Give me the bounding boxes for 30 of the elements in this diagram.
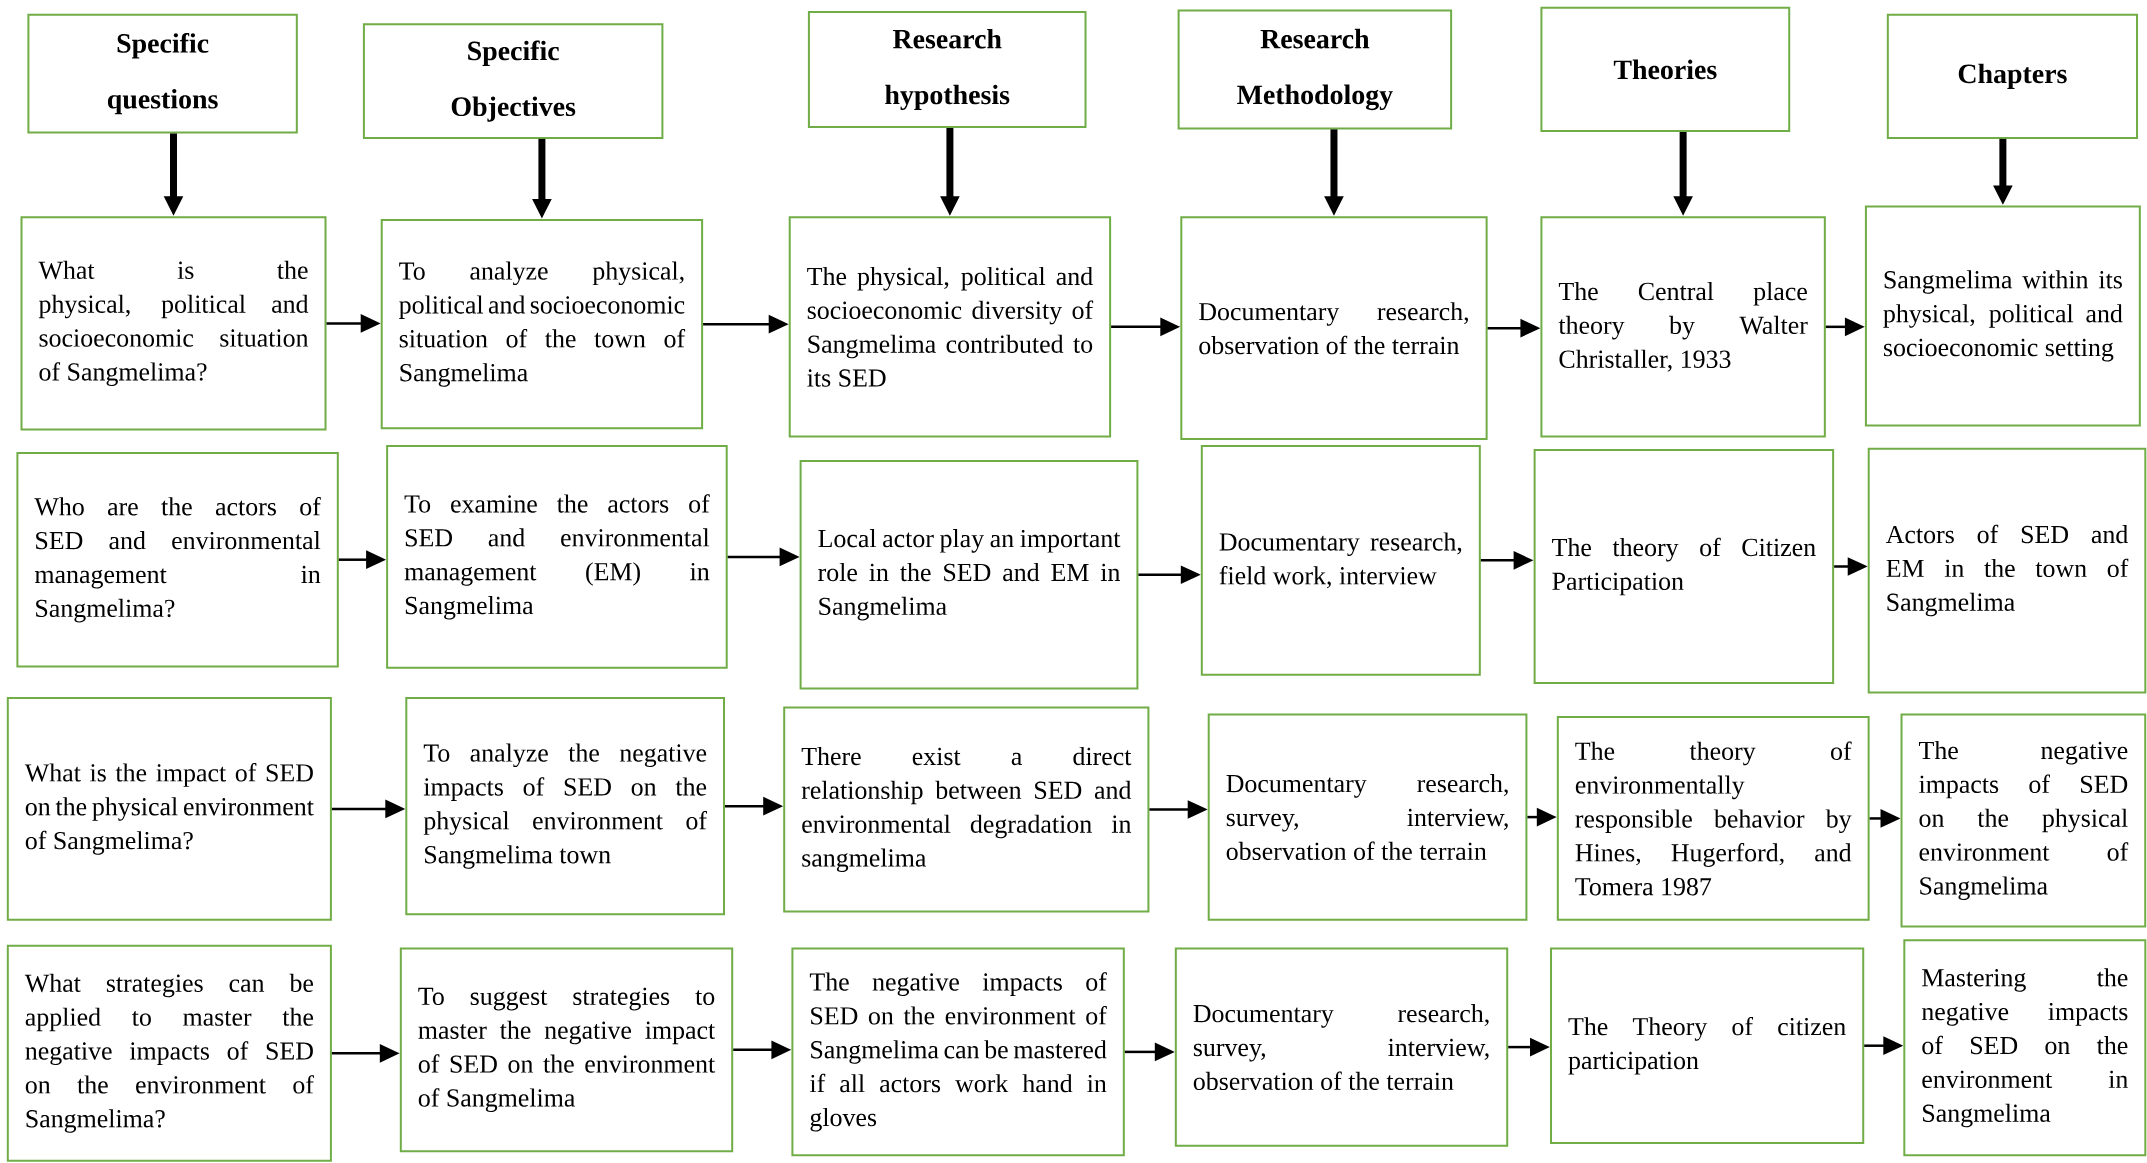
text-box: The negative impacts of SED on the physical environment of Sangmelima: [1900, 713, 2147, 928]
text-box: The theory of environmentally responsible behavior by Hines, Hugerford, and Tomera 1987: [1556, 716, 1870, 921]
header-box: Chapters: [1886, 13, 2138, 139]
text-box: Documentary research, survey, interview, observation of the terrain: [1207, 713, 1528, 921]
text-box: The physical, political and socioeconomic diversity of Sangmelima contributed to its SED: [788, 216, 1112, 438]
text-box: To analyze the negative impacts of SED on the physical environment of Sangmelima town: [405, 697, 725, 916]
text-box: What is the physical, political and socioeconomic situation of Sangmelima?: [20, 216, 327, 431]
text-box: What strategies can be applied to master the negative impacts of SED on the environment of Sangmelima?: [6, 944, 332, 1162]
text-box: The Theory of citizen participation: [1550, 947, 1865, 1144]
text-box: Actors of SED and EM in the town of Sangmelima: [1867, 447, 2147, 694]
text-box: The theory of Citizen Participation: [1533, 449, 1835, 684]
text-box: The negative impacts of SED on the environment of Sangmelima can be mastered if all actors work hand in gloves: [791, 947, 1125, 1157]
text-box: The Central place theory by Walter Christaller, 1933: [1540, 216, 1826, 438]
text-box: There exist a direct relationship between SED and environmental degradation in sangmelima: [783, 706, 1150, 913]
header-box: Research hypothesis: [807, 11, 1087, 128]
text-box: Local actor play an important role in the SED and EM in Sangmelima: [799, 460, 1139, 690]
header-box: Research Methodology: [1177, 9, 1453, 130]
header-box: Specific Objectives: [362, 23, 664, 139]
text-box: Documentary research, survey, interview, observation of the terrain: [1174, 947, 1509, 1147]
text-box: What is the impact of SED on the physical environment of Sangmelima?: [6, 697, 332, 921]
header-box: Specific questions: [27, 13, 298, 134]
text-box: Sangmelima within its physical, political and socioeconomic setting: [1864, 205, 2141, 427]
text-box: To examine the actors of SED and environmental management (EM) in Sangmelima: [386, 445, 728, 669]
text-box: Mastering the negative impacts of SED on the environment in Sangmelima: [1903, 939, 2147, 1157]
text-box: Documentary research, field work, interview: [1200, 445, 1481, 676]
header-box: Theories: [1540, 6, 1791, 132]
text-box: To analyze physical, political and socioeconomic situation of the town of Sangmelima: [380, 219, 704, 430]
text-box: Documentary research, observation of the terrain: [1180, 216, 1488, 441]
text-box: To suggest strategies to master the negative impact of SED on the environment of Sangmelima: [399, 947, 734, 1153]
text-box: Who are the actors of SED and environmental management in Sangmelima?: [16, 451, 339, 668]
